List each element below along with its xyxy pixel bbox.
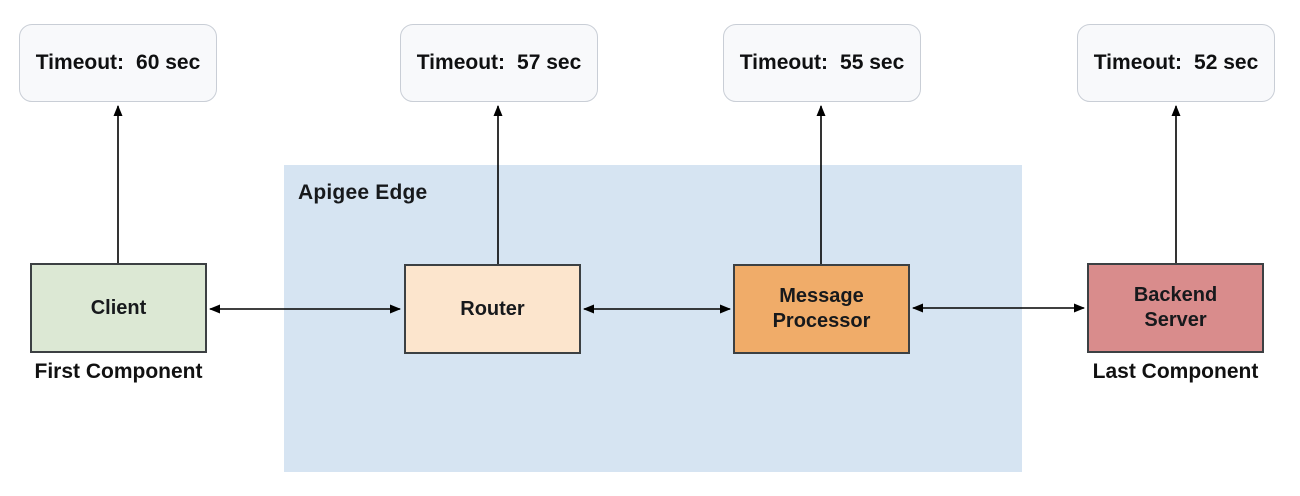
timeout-value: 52 sec [1194,51,1259,74]
component-label: Message Processor [772,285,871,332]
caption-last-component: Last Component [1092,360,1259,383]
timeout-label: Timeout: [416,51,506,74]
component-box-router: Router [404,264,581,354]
timeout-label: Timeout: [1093,51,1183,74]
component-box-backend-server: Backend Server [1087,263,1264,353]
timeout-label: Timeout: [35,51,125,74]
timeout-box-backend-server: Timeout: 52 sec [1077,24,1275,102]
component-label: Client [90,296,147,319]
timeout-label: Timeout: [739,51,829,74]
apigee-edge-region: Apigee Edge [284,165,1022,472]
timeout-value: 55 sec [840,51,905,74]
timeout-box-message-processor: Timeout: 55 sec [723,24,921,102]
caption-first-component: First Component [34,360,203,383]
component-box-message-processor: Message Processor [733,264,910,354]
timeout-value: 57 sec [517,51,582,74]
component-label: Router [460,297,525,320]
timeout-box-router: Timeout: 57 sec [400,24,598,102]
apigee-edge-region-label: Apigee Edge [298,181,428,204]
component-box-client: Client [30,263,207,353]
component-label: Backend Server [1133,284,1218,331]
timeout-box-client: Timeout: 60 sec [19,24,217,102]
timeout-value: 60 sec [136,51,201,74]
